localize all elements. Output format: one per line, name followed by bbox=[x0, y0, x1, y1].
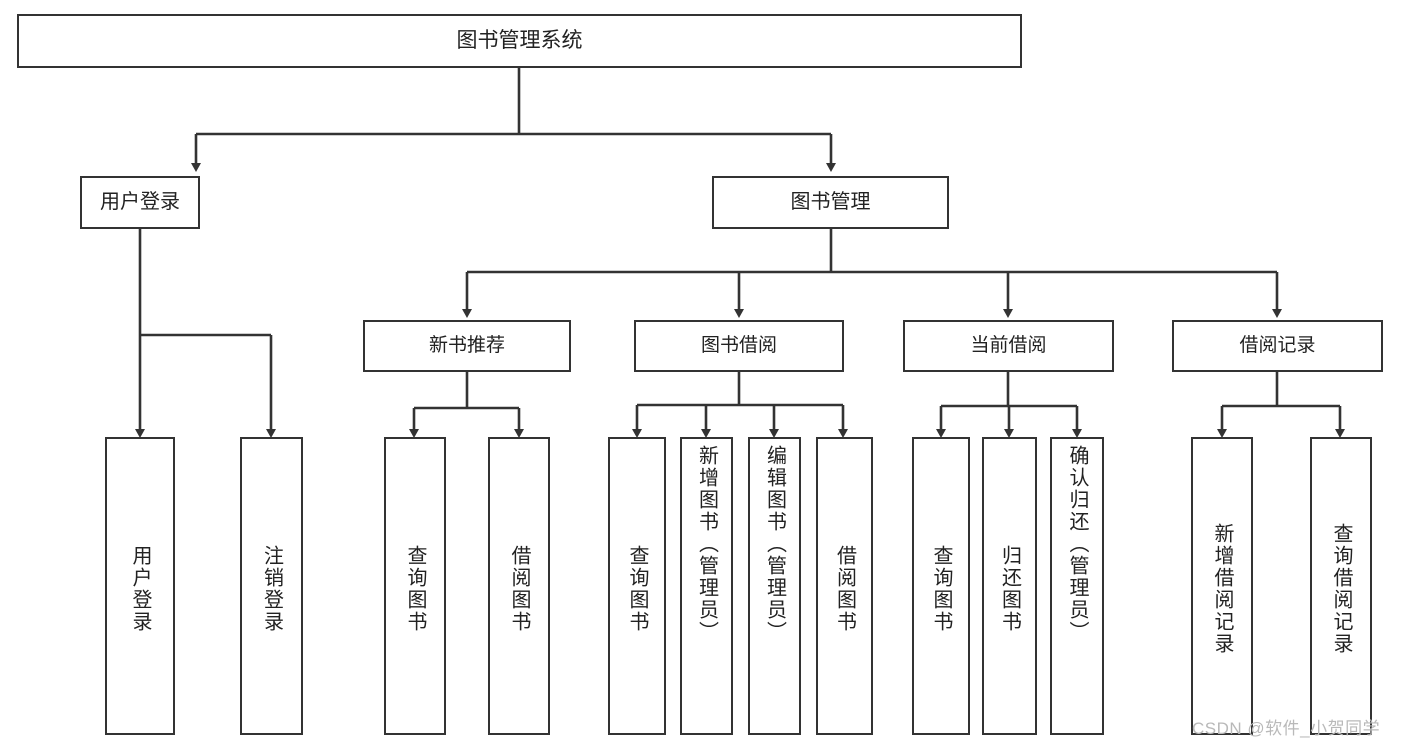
node-borrow-record[interactable]: 借阅记录 bbox=[1172, 320, 1383, 372]
node-label: 用户登录 bbox=[129, 545, 151, 633]
node-new-book-recommend[interactable]: 新书推荐 bbox=[363, 320, 571, 372]
node-label: 当前借阅 bbox=[970, 334, 1047, 356]
leaf-query-book-borrow[interactable]: 查询图书 bbox=[608, 437, 666, 735]
node-label: 新书推荐 bbox=[428, 334, 505, 356]
leaf-borrow-book-recommend[interactable]: 借阅图书 bbox=[488, 437, 550, 735]
leaf-user-login[interactable]: 用户登录 bbox=[105, 437, 175, 735]
leaf-edit-book-admin[interactable]: 编辑图书（管理员） bbox=[748, 437, 801, 735]
node-book-borrow[interactable]: 图书借阅 bbox=[634, 320, 844, 372]
leaf-return-book[interactable]: 归还图书 bbox=[982, 437, 1037, 735]
node-current-borrow[interactable]: 当前借阅 bbox=[903, 320, 1114, 372]
leaf-borrow-book[interactable]: 借阅图书 bbox=[816, 437, 873, 735]
node-label: 编辑图书（管理员） bbox=[763, 445, 786, 643]
node-label: 查询图书 bbox=[626, 545, 648, 633]
node-label: 新增图书（管理员） bbox=[695, 445, 718, 643]
node-label: 查询图书 bbox=[930, 545, 952, 633]
node-label: 新增借阅记录 bbox=[1211, 523, 1233, 655]
leaf-logout[interactable]: 注销登录 bbox=[240, 437, 303, 735]
leaf-add-borrow-record[interactable]: 新增借阅记录 bbox=[1191, 437, 1253, 735]
node-label: 注销登录 bbox=[260, 545, 283, 633]
leaf-query-book-current[interactable]: 查询图书 bbox=[912, 437, 970, 735]
watermark-text: CSDN @软件_小贺同学 bbox=[1192, 719, 1381, 738]
node-label: 查询图书 bbox=[404, 545, 426, 633]
node-label: 查询借阅记录 bbox=[1330, 523, 1352, 655]
node-label: 借阅图书 bbox=[508, 545, 530, 633]
node-user-login[interactable]: 用户登录 bbox=[80, 176, 200, 229]
node-label: 用户登录 bbox=[100, 190, 180, 213]
node-label: 图书借阅 bbox=[700, 334, 777, 356]
node-label: 借阅图书 bbox=[833, 545, 856, 633]
leaf-query-book-recommend[interactable]: 查询图书 bbox=[384, 437, 446, 735]
node-root-system[interactable]: 图书管理系统 bbox=[17, 14, 1022, 68]
leaf-confirm-return-admin[interactable]: 确认归还（管理员） bbox=[1050, 437, 1104, 735]
node-book-management[interactable]: 图书管理 bbox=[712, 176, 949, 229]
node-label: 图书管理 bbox=[790, 190, 871, 213]
node-label: 确认归还（管理员） bbox=[1066, 445, 1088, 643]
leaf-add-book-admin[interactable]: 新增图书（管理员） bbox=[680, 437, 733, 735]
node-label: 借阅记录 bbox=[1239, 334, 1316, 356]
leaf-query-borrow-record[interactable]: 查询借阅记录 bbox=[1310, 437, 1372, 735]
node-label: 归还图书 bbox=[998, 545, 1021, 633]
node-label: 图书管理系统 bbox=[456, 28, 583, 52]
